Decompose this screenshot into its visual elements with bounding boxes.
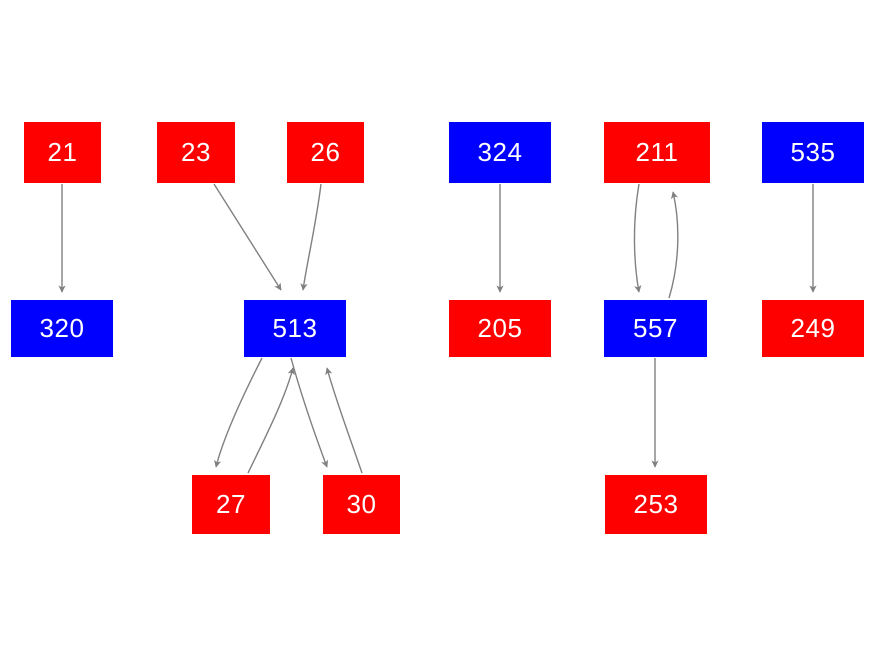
- node-27[interactable]: 27: [192, 475, 270, 534]
- edges-group: [58, 183, 817, 474]
- edge-30-to-513: [325, 367, 363, 474]
- node-211[interactable]: 211: [604, 122, 710, 183]
- edge-211-to-557: [633, 183, 642, 293]
- node-21[interactable]: 21: [24, 122, 101, 183]
- node-320[interactable]: 320: [11, 300, 113, 357]
- edge-513-to-27: [214, 357, 263, 468]
- node-label: 249: [790, 312, 836, 343]
- node-label: 324: [477, 136, 523, 167]
- node-label: 320: [39, 312, 85, 343]
- edge-513-to-30: [290, 357, 329, 468]
- node-23[interactable]: 23: [157, 122, 235, 183]
- node-253[interactable]: 253: [605, 475, 707, 534]
- node-30[interactable]: 30: [323, 475, 400, 534]
- edge-26-to-513: [300, 183, 322, 291]
- node-249[interactable]: 249: [762, 300, 864, 357]
- node-label: 211: [635, 136, 679, 167]
- node-label: 253: [633, 488, 679, 519]
- node-label: 557: [633, 312, 678, 343]
- edge-557-to-211: [668, 191, 679, 299]
- edge-23-to-513: [213, 183, 282, 291]
- node-label: 21: [47, 136, 78, 167]
- node-label: 535: [790, 136, 836, 167]
- node-26[interactable]: 26: [287, 122, 364, 183]
- node-label: 27: [216, 488, 246, 519]
- node-535[interactable]: 535: [762, 122, 864, 183]
- node-513[interactable]: 513: [244, 300, 346, 357]
- node-557[interactable]: 557: [604, 300, 707, 357]
- node-label: 26: [310, 136, 341, 167]
- node-label: 513: [272, 312, 318, 343]
- node-label: 23: [181, 136, 211, 167]
- node-324[interactable]: 324: [449, 122, 551, 183]
- edge-27-to-513: [247, 367, 295, 474]
- node-label: 205: [477, 312, 523, 343]
- node-205[interactable]: 205: [449, 300, 551, 357]
- node-label: 30: [346, 488, 377, 519]
